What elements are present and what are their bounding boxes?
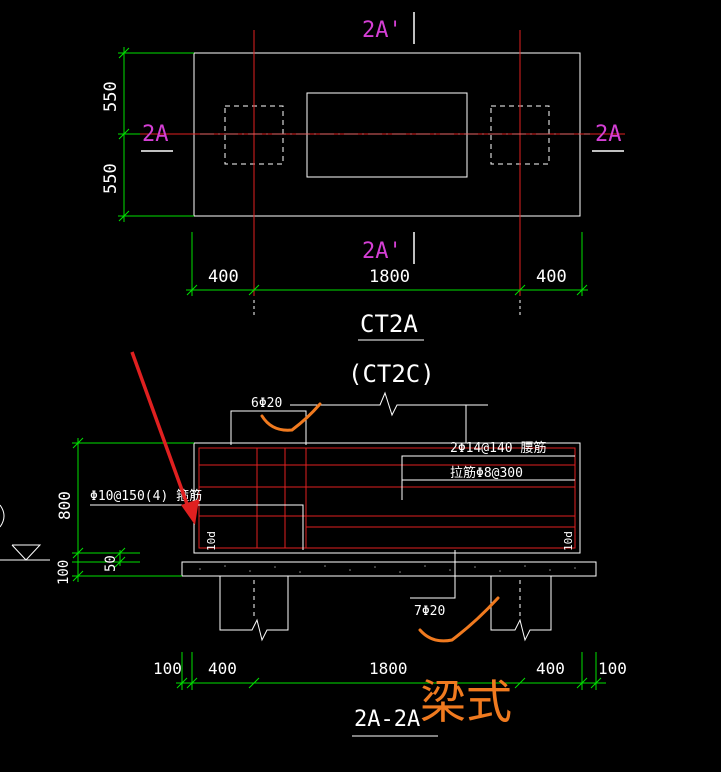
plan-dim-1800: 1800 [369, 267, 410, 287]
label-ct2c: (CT2C) [348, 360, 435, 388]
rebar-cage [198, 447, 576, 549]
section-view: 6Φ20 2Φ14@140 腰筋 拉筋Φ8@300 Φ10@150(4) 箍筋 … [0, 391, 627, 737]
section-dim-800: 800 [55, 491, 74, 520]
markup: 梁式 [130, 351, 512, 729]
handwritten-note: 梁式 [420, 675, 512, 729]
label-waist-bar: 2Φ14@140 腰筋 [450, 440, 546, 456]
section-dim-100: 100 [56, 560, 72, 585]
label-ct2a: CT2A [360, 310, 418, 338]
label-anchor-right: 10d [562, 531, 575, 551]
section-dim-100-left: 100 [153, 659, 182, 678]
section-mark-right: 2A [595, 122, 622, 147]
label-bottom-bar: 7Φ20 [414, 604, 445, 619]
plan-dim-vertical [118, 47, 194, 222]
section-dim-400-right: 400 [536, 659, 565, 678]
piles-section [219, 576, 552, 642]
section-dim-50: 50 [103, 555, 119, 572]
member-label: CT2A (CT2C) [253, 300, 521, 388]
section-dim-400-left: 400 [208, 659, 237, 678]
label-top-bar: 6Φ20 [251, 396, 282, 411]
plan-dim-400-left: 400 [208, 267, 239, 287]
section-mark-top: 2A' [362, 18, 402, 43]
label-stirrup: Φ10@150(4) 箍筋 [90, 488, 202, 504]
plan-dim-550-bottom: 550 [101, 163, 121, 194]
label-tie-bar: 拉筋Φ8@300 [450, 465, 523, 481]
cushion-hatch [199, 565, 576, 573]
section-dim-horizontal [176, 652, 606, 690]
section-dim-vertical [72, 437, 194, 582]
section-title: 2A-2A [354, 707, 420, 732]
elevation-symbol [0, 504, 50, 561]
plan-dim-550-top: 550 [101, 81, 121, 112]
beam-outline [306, 92, 468, 178]
plan-dim-horizontal [186, 232, 588, 296]
plan-dim-400-right: 400 [536, 267, 567, 287]
plan-view: 2A' 2A' 2A 2A 550 550 400 [101, 12, 625, 296]
beam-section-outline [193, 442, 581, 554]
section-mark-left: 2A [142, 122, 169, 147]
label-anchor-left: 10d [205, 531, 218, 551]
cushion-layer [181, 561, 597, 577]
leaders [90, 391, 575, 599]
red-arrow-shaft [130, 351, 193, 516]
section-dim-100-right: 100 [598, 659, 627, 678]
section-mark-bottom: 2A' [362, 239, 402, 264]
section-dim-1800: 1800 [369, 659, 408, 678]
check-mark-top [260, 402, 322, 432]
red-arrow-head [181, 499, 199, 525]
check-mark-bottom [418, 596, 500, 643]
